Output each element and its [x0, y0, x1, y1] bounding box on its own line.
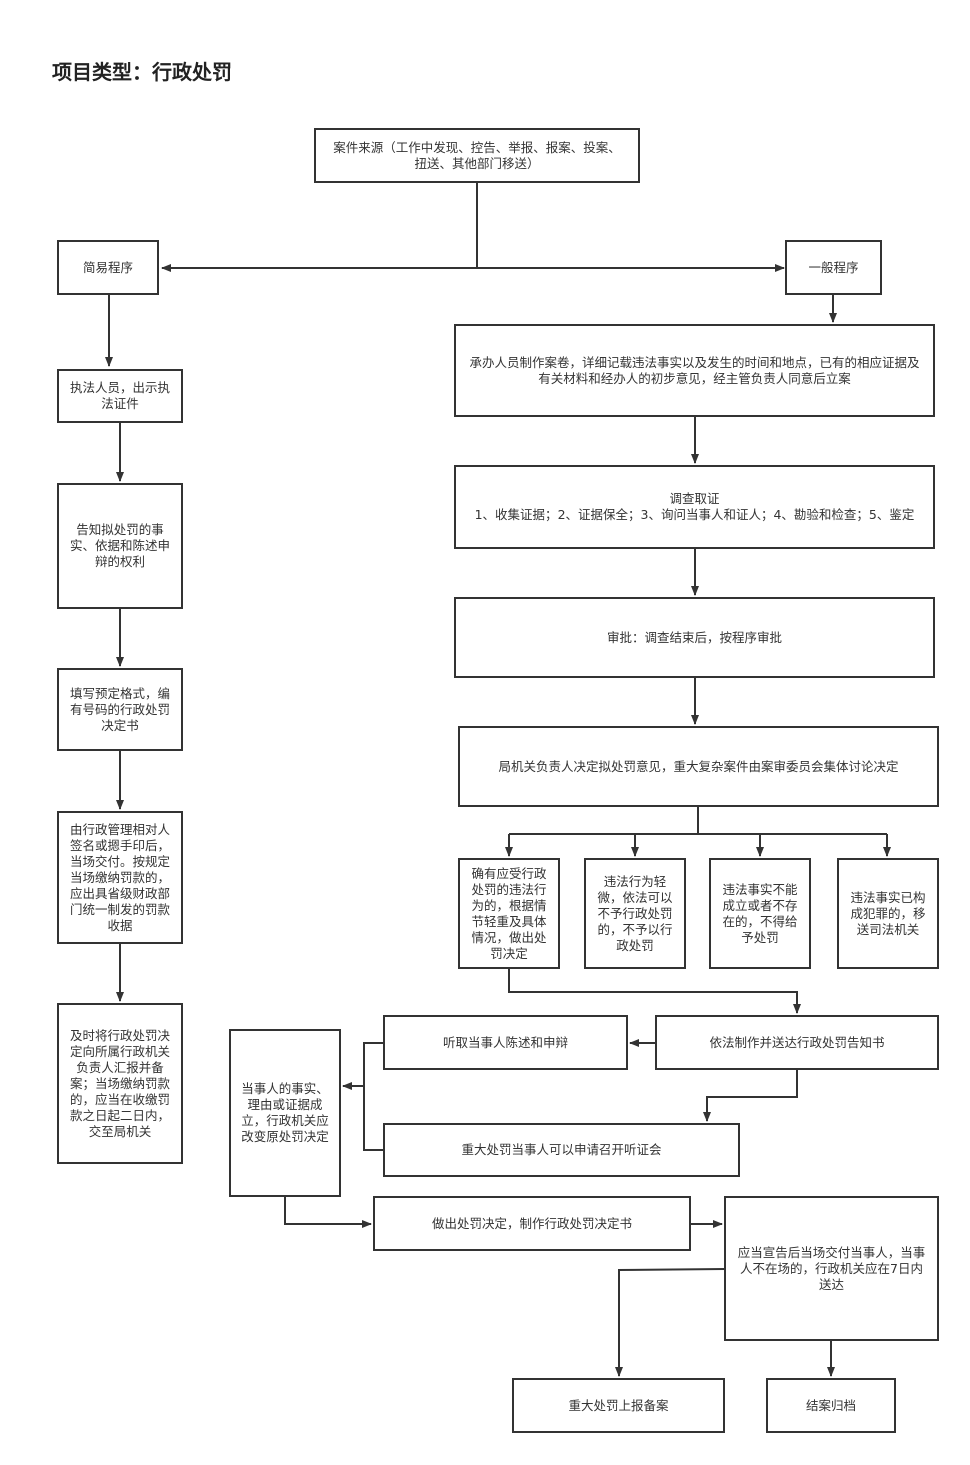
node-simple-step-3: 填写预定格式，编有号码的行政处罚决定书: [57, 668, 183, 751]
node-report-filing: 重大处罚上报备案: [512, 1378, 725, 1433]
node-simple-procedure: 简易程序: [57, 240, 159, 295]
node-simple-step-2: 告知拟处罚的事实、依据和陈述申辩的权利: [57, 483, 183, 609]
node-hear-statement: 听取当事人陈述和申辩: [383, 1015, 628, 1070]
node-simple-step-4: 由行政管理相对人签名或摁手印后，当场交付。按规定当场缴纳罚款的，应出具省级财政部…: [57, 811, 183, 944]
node-notice: 依法制作并送达行政处罚告知书: [655, 1015, 939, 1070]
node-general-step-2: 调查取证 1、收集证据；2、证据保全；3、询问当事人和证人；4、勘验和检查；5、…: [454, 465, 935, 549]
node-outcome-no-punish: 违法行为轻微，依法可以不予行政处罚的，不予以行政处罚: [584, 858, 686, 969]
edge-hearing-change: [363, 1086, 384, 1151]
node-general-step-3: 审批：调查结束后，按程序审批: [454, 597, 935, 678]
edge-o1-notice: [508, 969, 801, 1014]
edge-notice-hearing: [703, 1070, 798, 1122]
node-outcome-crime: 违法事实已构成犯罪的，移送司法机关: [837, 858, 939, 969]
node-general-step-1: 承办人员制作案卷，详细记载违法事实以及发生的时间和地点，已有的相应证据及有关材料…: [454, 324, 935, 417]
node-outcome-not-established: 违法事实不能成立或者不存在的，不得给予处罚: [709, 858, 811, 969]
node-case-source: 案件来源（工作中发现、控告、举报、报案、投案、扭送、其他部门移送）: [314, 128, 640, 183]
edge-hear-change: [342, 1042, 384, 1090]
node-archive: 结案归档: [766, 1378, 896, 1433]
page-title: 项目类型：行政处罚: [52, 60, 232, 84]
node-simple-step-1: 执法人员，出示执法证件: [57, 369, 183, 423]
node-general-procedure: 一般程序: [785, 240, 882, 295]
node-make-decision: 做出处罚决定，制作行政处罚决定书: [373, 1196, 691, 1251]
node-change-decision: 当事人的事实、理由或证据成立，行政机关应改变原处罚决定: [229, 1029, 341, 1197]
node-general-step-4: 局机关负责人决定拟处罚意见，重大复杂案件由案审委员会集体讨论决定: [458, 726, 939, 807]
node-outcome-punish: 确有应受行政处罚的违法行为的，根据情节轻重及具体情况，做出处罚决定: [458, 858, 560, 969]
node-hearing-request: 重大处罚当事人可以申请召开听证会: [383, 1123, 740, 1177]
node-simple-step-5: 及时将行政处罚决定向所属行政机关负责人汇报并备案；当场缴纳罚款的，应当在收缴罚款…: [57, 1003, 183, 1164]
edge-deliver-report: [615, 1268, 726, 1377]
edge-change-decide: [284, 1197, 372, 1228]
node-deliver: 应当宣告后当场交付当事人，当事人不在场的，行政机关应在7日内送达: [724, 1196, 939, 1341]
